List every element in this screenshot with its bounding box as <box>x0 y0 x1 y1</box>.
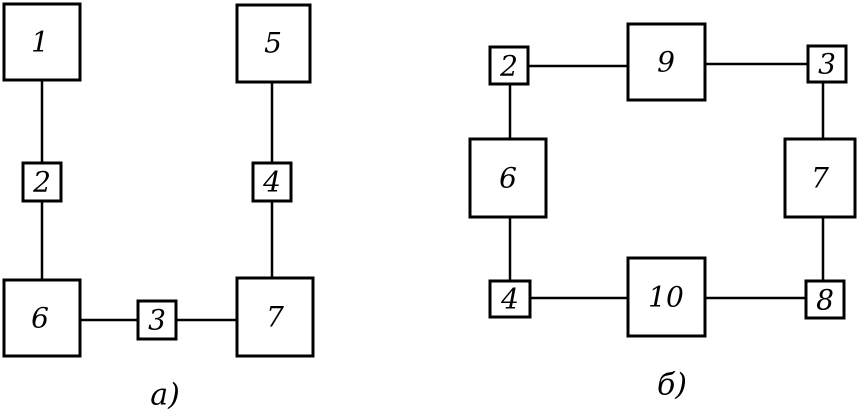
block-a6-label: 6 <box>31 302 49 335</box>
block-b7: 7 <box>783 137 857 219</box>
block-a5-label: 5 <box>264 27 282 60</box>
block-b4: 4 <box>488 279 532 319</box>
block-b3-label: 3 <box>818 48 836 81</box>
block-a7-label: 7 <box>266 301 284 334</box>
block-a2: 2 <box>21 161 63 203</box>
block-b9: 9 <box>626 22 707 102</box>
diagram-b: 2 9 3 6 7 4 10 <box>468 22 857 403</box>
block-a3-label: 3 <box>148 304 166 337</box>
block-b8-label: 8 <box>816 284 834 317</box>
block-b10-label: 10 <box>648 281 684 314</box>
block-a4: 4 <box>251 161 293 203</box>
block-a4-label: 4 <box>262 166 281 199</box>
diagram-a: 1 2 6 3 7 4 5 а) <box>2 2 315 413</box>
block-b6: 6 <box>468 137 548 219</box>
block-a7: 7 <box>235 276 315 358</box>
block-b8: 8 <box>804 279 846 320</box>
block-a1: 1 <box>2 2 82 82</box>
block-a2-label: 2 <box>32 166 51 199</box>
block-b2: 2 <box>488 45 530 86</box>
block-b4-label: 4 <box>500 283 519 316</box>
block-a5: 5 <box>235 3 312 84</box>
block-b9-label: 9 <box>657 46 675 79</box>
block-a3: 3 <box>136 299 178 341</box>
caption-b: б) <box>657 368 687 403</box>
block-b3: 3 <box>806 44 848 84</box>
block-b6-label: 6 <box>499 162 517 195</box>
caption-a: а) <box>150 378 180 413</box>
block-a1-label: 1 <box>31 26 49 59</box>
block-b7-label: 7 <box>811 162 829 195</box>
block-b10: 10 <box>626 256 707 338</box>
block-a6: 6 <box>2 278 82 358</box>
block-b2-label: 2 <box>499 50 518 83</box>
